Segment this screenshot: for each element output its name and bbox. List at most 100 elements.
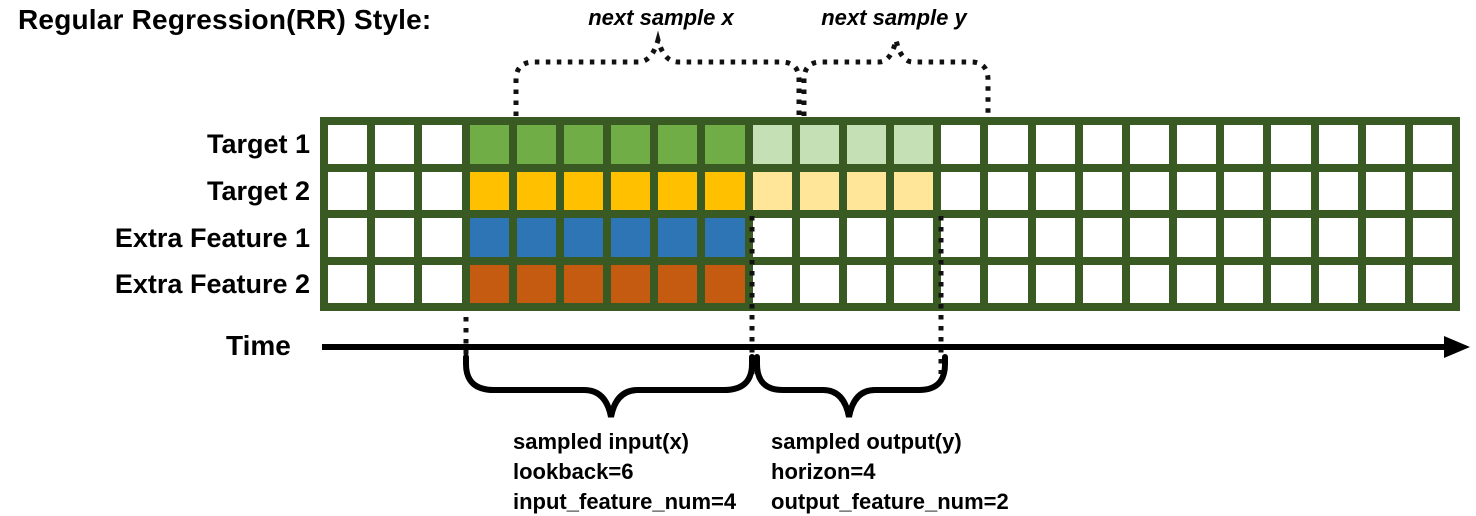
grid-cell <box>1224 218 1264 257</box>
grid-cell <box>846 125 886 164</box>
grid-cell <box>894 264 934 303</box>
grid-cell <box>469 125 509 164</box>
grid-cell <box>1082 264 1122 303</box>
grid-cell <box>328 218 368 257</box>
sampled-output-brace <box>754 354 948 418</box>
grid-cell <box>799 218 839 257</box>
grid-cell <box>1271 218 1311 257</box>
horizon-value: horizon=4 <box>771 459 876 484</box>
grid-cell <box>846 264 886 303</box>
grid-cell <box>563 264 603 303</box>
grid-cell <box>799 264 839 303</box>
grid-cell <box>1177 171 1217 210</box>
grid-cell <box>328 264 368 303</box>
grid-cell <box>752 171 792 210</box>
grid-cell <box>422 125 462 164</box>
grid-cell <box>1271 264 1311 303</box>
sample-grid <box>320 117 1460 311</box>
time-axis-label: Time <box>226 330 291 361</box>
grid-cell <box>563 218 603 257</box>
grid-cell <box>752 218 792 257</box>
row-label-target-2: Target 2 <box>206 176 310 206</box>
grid-cell <box>988 125 1028 164</box>
grid-cell <box>375 218 415 257</box>
grid-cell <box>469 264 509 303</box>
grid-cell <box>1224 125 1264 164</box>
grid-cell <box>328 125 368 164</box>
grid-cell <box>1224 171 1264 210</box>
grid-cell <box>1318 125 1358 164</box>
grid-cell <box>1177 264 1217 303</box>
grid-cell <box>1035 218 1075 257</box>
grid-cell <box>328 171 368 210</box>
grid-cell <box>422 264 462 303</box>
sampled-output-title: sampled output(y) <box>771 429 962 454</box>
grid-cell <box>611 264 651 303</box>
grid-cell <box>658 125 698 164</box>
page-title: Regular Regression(RR) Style: <box>18 4 432 35</box>
grid-cell <box>563 171 603 210</box>
grid-cell <box>941 264 981 303</box>
grid-cell <box>705 264 745 303</box>
row-label-target-1: Target 1 <box>206 129 310 159</box>
grid-cell <box>1365 218 1405 257</box>
sampled-output-note: sampled output(y) horizon=4 output_featu… <box>771 427 1009 516</box>
grid-cell <box>1177 125 1217 164</box>
sampled-input-title: sampled input(x) <box>513 429 690 454</box>
grid-cell <box>894 171 934 210</box>
grid-cell <box>1365 125 1405 164</box>
grid-cell <box>1129 218 1169 257</box>
grid-cell <box>422 218 462 257</box>
grid-cell <box>516 125 556 164</box>
grid-cell <box>375 264 415 303</box>
grid-cell <box>941 218 981 257</box>
grid-cell <box>1035 171 1075 210</box>
grid-cell <box>1365 171 1405 210</box>
grid-cell <box>941 125 981 164</box>
grid-cell <box>563 125 603 164</box>
grid-cell <box>846 218 886 257</box>
grid-cell <box>705 171 745 210</box>
next-sample-y-label: next sample y <box>821 5 967 30</box>
grid-cell <box>516 218 556 257</box>
next-sample-x-brace <box>513 30 802 116</box>
grid-cell <box>375 171 415 210</box>
grid-cell <box>469 218 509 257</box>
row-label-extra-feature-1: Extra Feature 1 <box>114 223 310 253</box>
grid-cell <box>1412 218 1452 257</box>
time-axis-arrowhead-icon <box>1444 336 1470 358</box>
grid-cell <box>516 171 556 210</box>
grid-cell <box>988 218 1028 257</box>
grid-cell <box>1177 218 1217 257</box>
grid-cell <box>1318 218 1358 257</box>
grid-cell <box>1035 125 1075 164</box>
sampled-input-brace <box>463 354 755 418</box>
grid-cell <box>1412 264 1452 303</box>
grid-cell <box>799 171 839 210</box>
grid-cell <box>894 125 934 164</box>
next-sample-x-label: next sample x <box>588 5 734 30</box>
sampled-input-note: sampled input(x) lookback=6 input_featur… <box>513 427 736 516</box>
grid-cell <box>752 264 792 303</box>
grid-cell <box>422 171 462 210</box>
grid-cell <box>1365 264 1405 303</box>
grid-cell <box>611 125 651 164</box>
grid-cell <box>1129 125 1169 164</box>
grid-cell <box>1082 125 1122 164</box>
input-feature-num-value: input_feature_num=4 <box>513 489 737 514</box>
grid-cell <box>894 218 934 257</box>
grid-cell <box>988 264 1028 303</box>
grid-cell <box>611 171 651 210</box>
grid-cell <box>705 125 745 164</box>
grid-cell <box>705 218 745 257</box>
grid-cell <box>1412 125 1452 164</box>
grid-cell <box>1271 171 1311 210</box>
lookback-value: lookback=6 <box>513 459 634 484</box>
grid-cell <box>846 171 886 210</box>
grid-cell <box>658 264 698 303</box>
grid-cell <box>1035 264 1075 303</box>
next-sample-y-brace <box>801 39 991 116</box>
grid-cell <box>1082 171 1122 210</box>
grid-cell <box>752 125 792 164</box>
